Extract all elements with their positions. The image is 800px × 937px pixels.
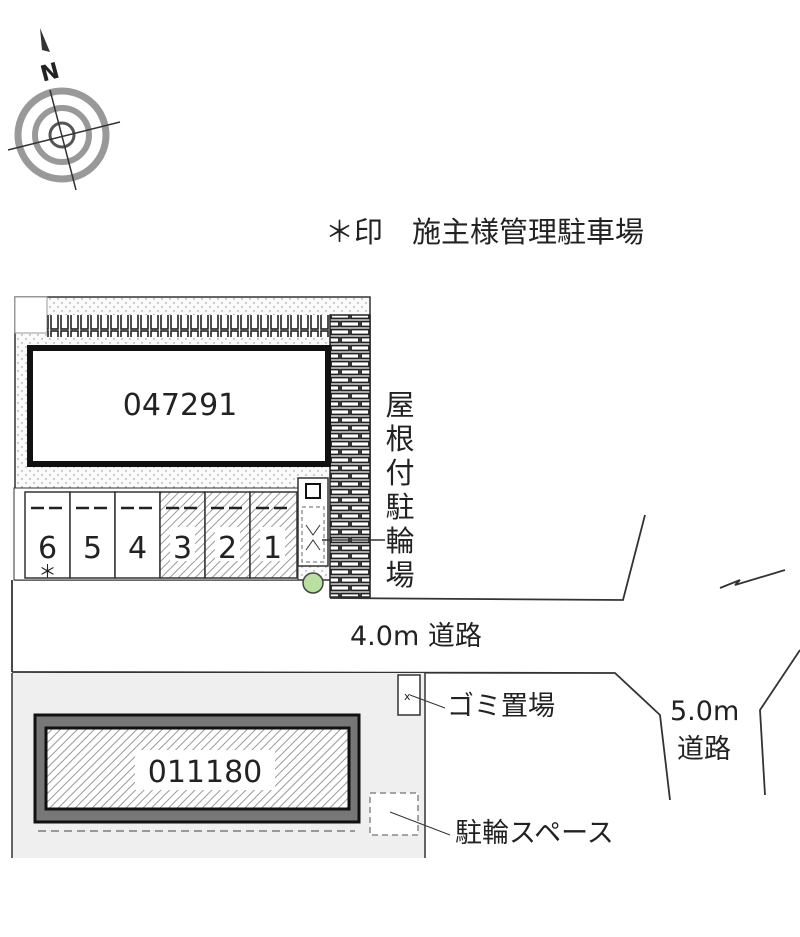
parking-space-1: 1: [249, 491, 298, 579]
compass-ring-outer: [14, 87, 110, 183]
parking-space-number: 4: [128, 531, 147, 566]
parking-space-6: 6＊: [24, 491, 71, 583]
vertical-label-char: 根: [385, 422, 414, 456]
svg-text:x: x: [404, 690, 411, 703]
garbage-label: ゴミ置場: [447, 691, 555, 722]
parking-space-number: 5: [83, 531, 102, 566]
meter-icon: [305, 483, 321, 499]
building-south-id: 011180: [148, 755, 263, 790]
compass: N: [7, 28, 121, 191]
roads: [11, 514, 800, 801]
building-north-id: 047291: [123, 388, 238, 423]
fence: [47, 315, 330, 337]
north-arrow-icon: [40, 28, 50, 52]
vertical-label-char: 輪: [385, 524, 414, 558]
parking-space-5: 5: [69, 491, 116, 579]
garbage-area: [397, 674, 421, 716]
tree-icon: [302, 572, 324, 594]
road-5m-label-line2: 道路: [677, 734, 731, 765]
parking-space-3: 3: [159, 491, 206, 579]
parking-space-number: 6: [38, 531, 57, 566]
parking-space-number: 3: [173, 531, 192, 566]
north-label: N: [38, 59, 62, 88]
vertical-label-char: 駐: [385, 490, 414, 524]
road-5m-label-line1: 5.0m: [670, 696, 739, 727]
vertical-label-char: 屋: [385, 388, 414, 422]
brick-wall: [329, 314, 371, 598]
vertical-label-char: 付: [385, 456, 414, 490]
compass-ring-inner: [32, 105, 92, 165]
parking-space-4: 4: [114, 491, 161, 579]
owner-managed-mark: ＊: [39, 562, 57, 583]
vertical-label-char: 場: [385, 558, 414, 592]
bike-space-label: 駐輪スペース: [455, 818, 614, 849]
south-lot: 011180 x: [11, 673, 451, 858]
building-north: [27, 345, 331, 467]
legend-owner-managed-parking: ＊印 施主様管理駐車場: [325, 215, 644, 249]
parking-space-number: 1: [263, 531, 282, 566]
road-4m-label: 4.0m 道路: [350, 621, 482, 652]
parking-space-2: 2: [204, 491, 251, 579]
parking-space-number: 2: [218, 531, 237, 566]
